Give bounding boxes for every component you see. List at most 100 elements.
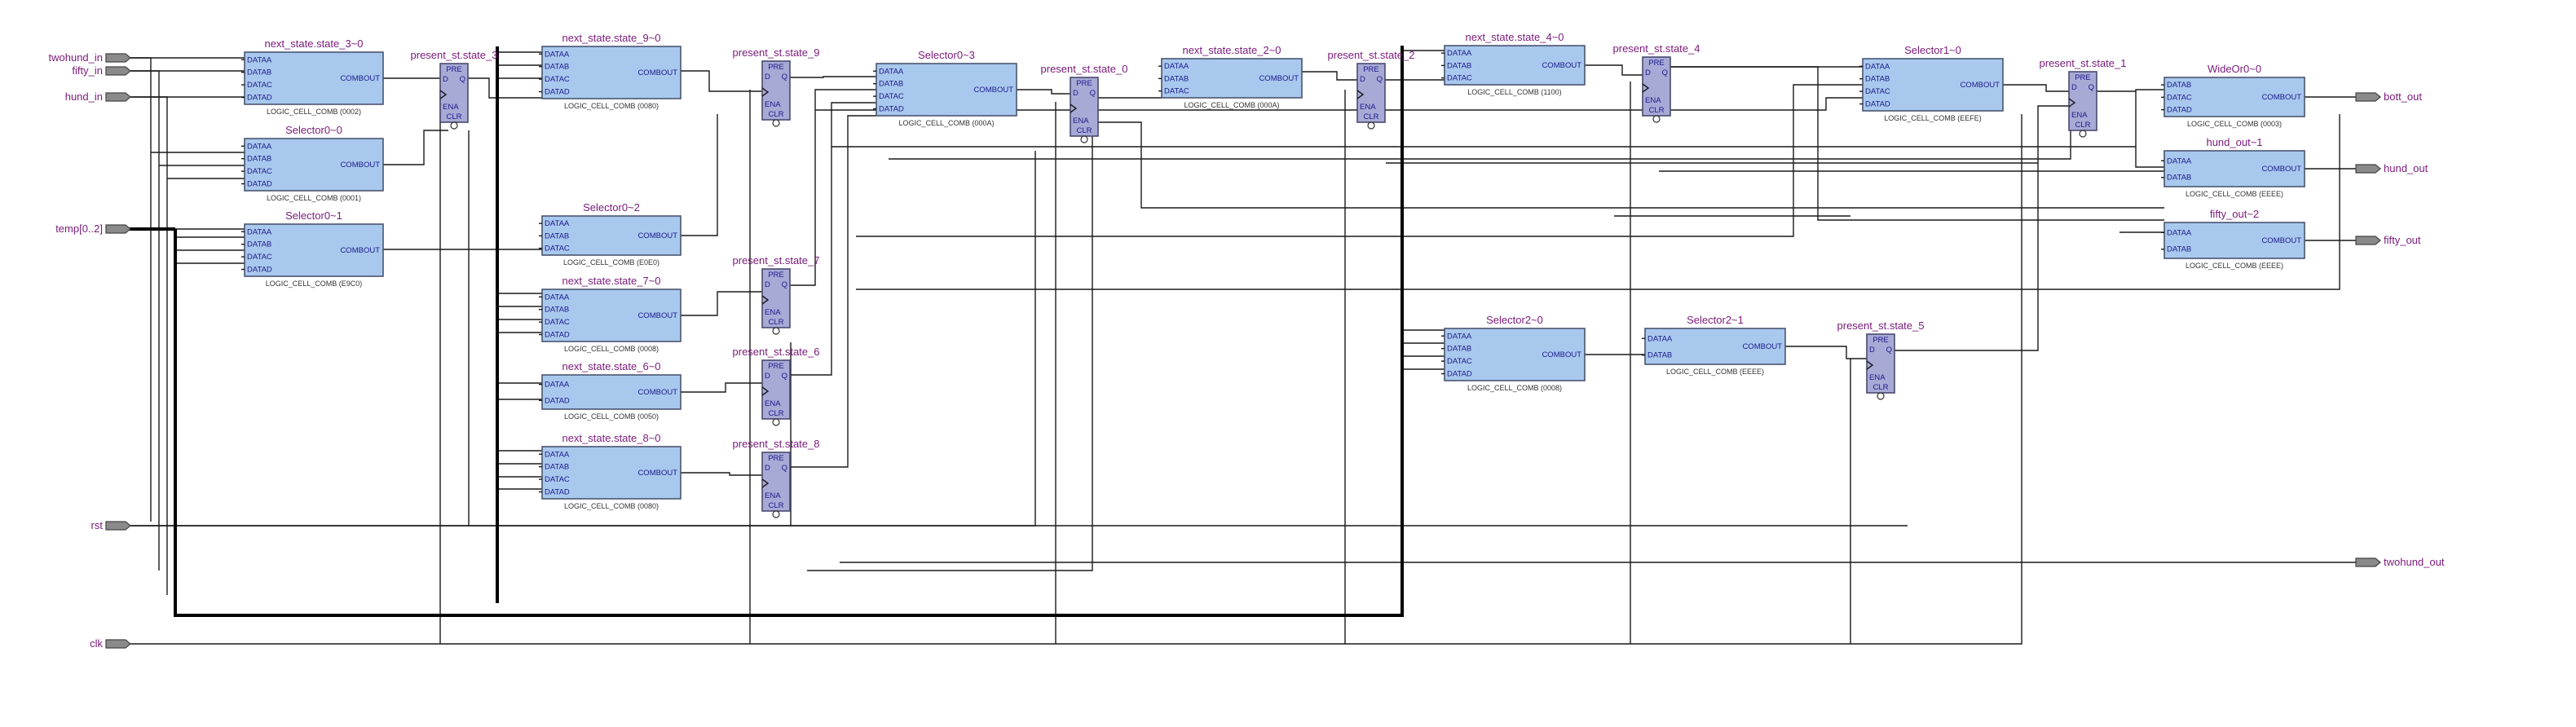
logic-cell-type: LOGIC_CELL_COMB (EEEE) xyxy=(2186,190,2283,198)
flip-flop-pin: D xyxy=(2071,83,2077,92)
flip-flop-pin: Q xyxy=(460,75,465,84)
logic-cell-type: LOGIC_CELL_COMB (0080) xyxy=(564,102,659,110)
logic-cell-pin: DATAB xyxy=(1447,345,1471,354)
logic-cell-type: LOGIC_CELL_COMB (EEFE) xyxy=(1884,114,1982,122)
logic-cell-output-pin: COMBOUT xyxy=(340,246,380,255)
flip-flop-pin: ENA xyxy=(765,100,781,109)
logic-cell-output-pin: COMBOUT xyxy=(637,231,677,240)
input-port-name: clk xyxy=(90,637,103,650)
logic-cell-title: next_state.state_3~0 xyxy=(264,37,363,50)
logic-cell: Selector2~0DATAADATABDATACDATADCOMBOUTLO… xyxy=(1441,314,1586,392)
logic-cell-pin: DATAA xyxy=(2167,156,2192,165)
wire xyxy=(856,114,2340,290)
output-port: fifty_out xyxy=(2355,234,2421,246)
logic-cell-title: next_state.state_4~0 xyxy=(1465,31,1564,43)
clock-triangle-icon xyxy=(1642,83,1650,93)
logic-cell-type: LOGIC_CELL_COMB (EEEE) xyxy=(2186,262,2283,270)
logic-cell: next_state.state_3~0DATAADATABDATACDATAD… xyxy=(241,37,384,116)
logic-cell-title: Selector1~0 xyxy=(1904,44,1961,56)
logic-cell-pin: DATAB xyxy=(2167,81,2191,90)
flip-flop-pin: ENA xyxy=(765,399,781,408)
logic-cell-title: next_state.state_9~0 xyxy=(562,32,660,44)
wire xyxy=(130,114,2022,645)
flip-flop-body xyxy=(439,63,469,123)
flip-flop-title: present_st.state_9 xyxy=(733,46,820,59)
logic-cell-pin: DATAA xyxy=(247,55,272,64)
output-port-shape xyxy=(2355,557,2381,567)
logic-cell-pin: DATAB xyxy=(545,463,569,472)
flip-flop-pin: PRE xyxy=(2075,73,2091,82)
flip-flop-pin: PRE xyxy=(1648,59,1665,68)
logic-cell-type: LOGIC_CELL_COMB (0050) xyxy=(564,412,659,421)
logic-cell-type: LOGIC_CELL_COMB (0002) xyxy=(267,108,361,116)
logic-cell-pin: DATAC xyxy=(1447,74,1472,83)
logic-cell-body xyxy=(2164,222,2305,259)
flip-flop-pin: CLR xyxy=(768,501,783,510)
logic-cell-pin: DATAB xyxy=(247,155,271,164)
wire xyxy=(1302,71,1357,81)
logic-cell-body xyxy=(541,289,681,342)
logic-cell-output-pin: COMBOUT xyxy=(2261,93,2301,102)
output-port: hund_out xyxy=(2355,162,2428,174)
logic-cell-pin: DATAA xyxy=(545,293,570,302)
flip-flop-body xyxy=(761,60,791,121)
flip-flop-pin: CLR xyxy=(2075,121,2090,130)
logic-cell-pin: DATAD xyxy=(2167,106,2192,115)
flip-flop-body xyxy=(1642,56,1671,117)
logic-cell-type: LOGIC_CELL_COMB (0008) xyxy=(564,345,659,353)
flip-flop-pin: Q xyxy=(1090,89,1096,98)
flip-flop-pin: ENA xyxy=(765,491,781,500)
flip-flop-pin: Q xyxy=(782,73,787,82)
flip-flop-pin: PRE xyxy=(1076,79,1092,88)
logic-cell-type: LOGIC_CELL_COMB (000A) xyxy=(1184,101,1279,109)
wire xyxy=(856,84,1863,237)
clock-triangle-icon xyxy=(761,295,770,305)
wire xyxy=(790,89,876,286)
clock-triangle-icon xyxy=(2068,98,2076,108)
logic-cell-output-pin: COMBOUT xyxy=(1259,74,1299,83)
logic-cell-pin: DATAB xyxy=(879,80,903,89)
flip-flop-pin: CLR xyxy=(768,318,783,327)
wire xyxy=(130,70,160,571)
flip-flop-pin: CLR xyxy=(1076,126,1092,135)
input-port-shape xyxy=(105,53,131,63)
logic-cell-pin: DATAB xyxy=(545,63,569,72)
logic-cell: Selector0~1DATAADATABDATACDATADCOMBOUTLO… xyxy=(241,209,384,288)
logic-cell-pin: DATAA xyxy=(2167,228,2192,237)
flip-flop-pin: ENA xyxy=(443,103,459,112)
io-port-layer: twohund_infifty_inhund_intemp[0..2]rstcl… xyxy=(49,51,2445,650)
logic-cell-pin: DATAD xyxy=(247,266,272,275)
wire xyxy=(130,96,168,595)
flip-flop-pin: CLR xyxy=(1872,383,1888,392)
logic-cell-pin: DATAC xyxy=(1164,87,1189,96)
flip-flop-pin: Q xyxy=(2089,83,2094,92)
logic-cell-pin: DATAD xyxy=(1865,100,1890,109)
input-port-shape xyxy=(105,521,131,531)
flip-flop-pin: Q xyxy=(782,464,787,473)
wire xyxy=(2097,89,2164,92)
flip-flop-pin: D xyxy=(765,73,770,82)
logic-cell: Selector2~1DATAADATABCOMBOUTLOGIC_CELL_C… xyxy=(1642,314,1786,376)
flip-flop-pin: CLR xyxy=(446,112,461,121)
wire xyxy=(468,77,542,99)
logic-cell-body xyxy=(1644,328,1786,365)
logic-cell-body xyxy=(1161,58,1303,99)
output-port-name: bott_out xyxy=(2384,90,2422,103)
logic-cell-type: LOGIC_CELL_COMB (0003) xyxy=(2187,120,2282,128)
input-port-name: twohund_in xyxy=(49,51,104,64)
logic-cell-title: Selector0~2 xyxy=(583,201,640,214)
logic-cell-title: Selector0~3 xyxy=(918,49,975,61)
flip-flop-pin: D xyxy=(443,75,448,84)
logic-cell-body xyxy=(244,51,384,105)
logic-cell-pin: DATAB xyxy=(247,240,271,249)
flip-flop-pin: Q xyxy=(1886,346,1892,355)
flip-flop-pin: ENA xyxy=(1645,96,1661,105)
flip-flop-title: present_st.state_7 xyxy=(733,254,820,267)
logic-cell-output-pin: COMBOUT xyxy=(637,388,677,397)
logic-cell-pin: DATAB xyxy=(247,68,271,77)
flip-flop-pin: PRE xyxy=(446,65,462,74)
logic-cell-pin: DATAC xyxy=(545,245,570,253)
